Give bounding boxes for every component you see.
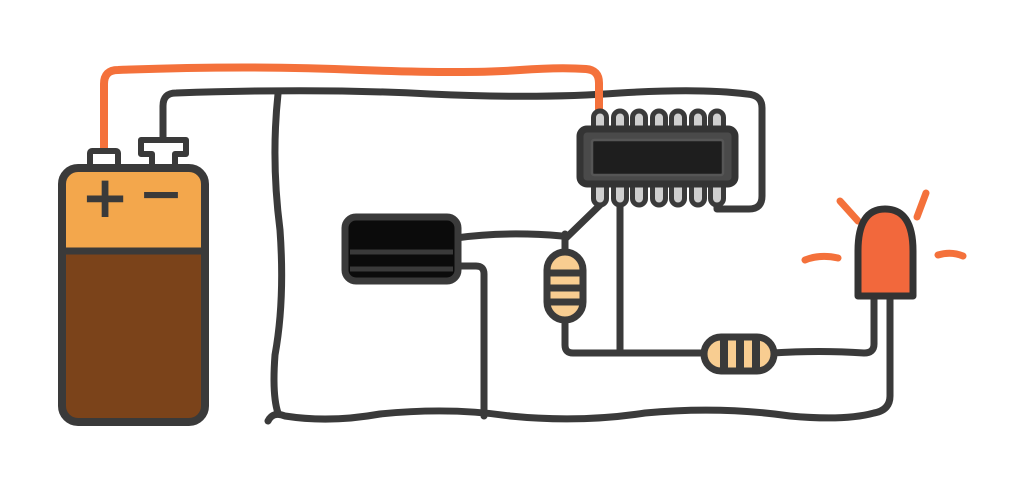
- resistor1-bottom-lead: [561, 311, 710, 357]
- battery-top-section: [62, 168, 205, 251]
- negative-wire-left-branch: [270, 90, 286, 417]
- led-ray: [934, 249, 967, 260]
- wires: [100, 63, 894, 425]
- battery-positive-label: +: [81, 163, 130, 231]
- battery-outline: [58, 164, 209, 426]
- black-module-body: [341, 213, 462, 285]
- resistor-vertical: [543, 248, 587, 324]
- ic-inner-window: [590, 138, 725, 177]
- ic-pin1-wire: [562, 201, 604, 242]
- led-ray: [836, 197, 862, 225]
- resistor-horizontal: [700, 333, 778, 375]
- positive-wire: [100, 63, 603, 158]
- resistor2-right-lead: [768, 293, 878, 357]
- led-dome: [854, 205, 917, 300]
- led-ray: [913, 189, 930, 221]
- ic-chip: [576, 108, 739, 208]
- negative-wire-top: [159, 87, 766, 213]
- led-ray: [801, 252, 842, 264]
- battery: + −: [58, 137, 209, 426]
- module-down-wire: [452, 262, 488, 420]
- black-module: [341, 213, 462, 285]
- bottom-wire: [264, 293, 894, 425]
- led: [801, 189, 967, 300]
- battery-negative-label: −: [138, 162, 183, 225]
- module-output-wire: [452, 230, 566, 242]
